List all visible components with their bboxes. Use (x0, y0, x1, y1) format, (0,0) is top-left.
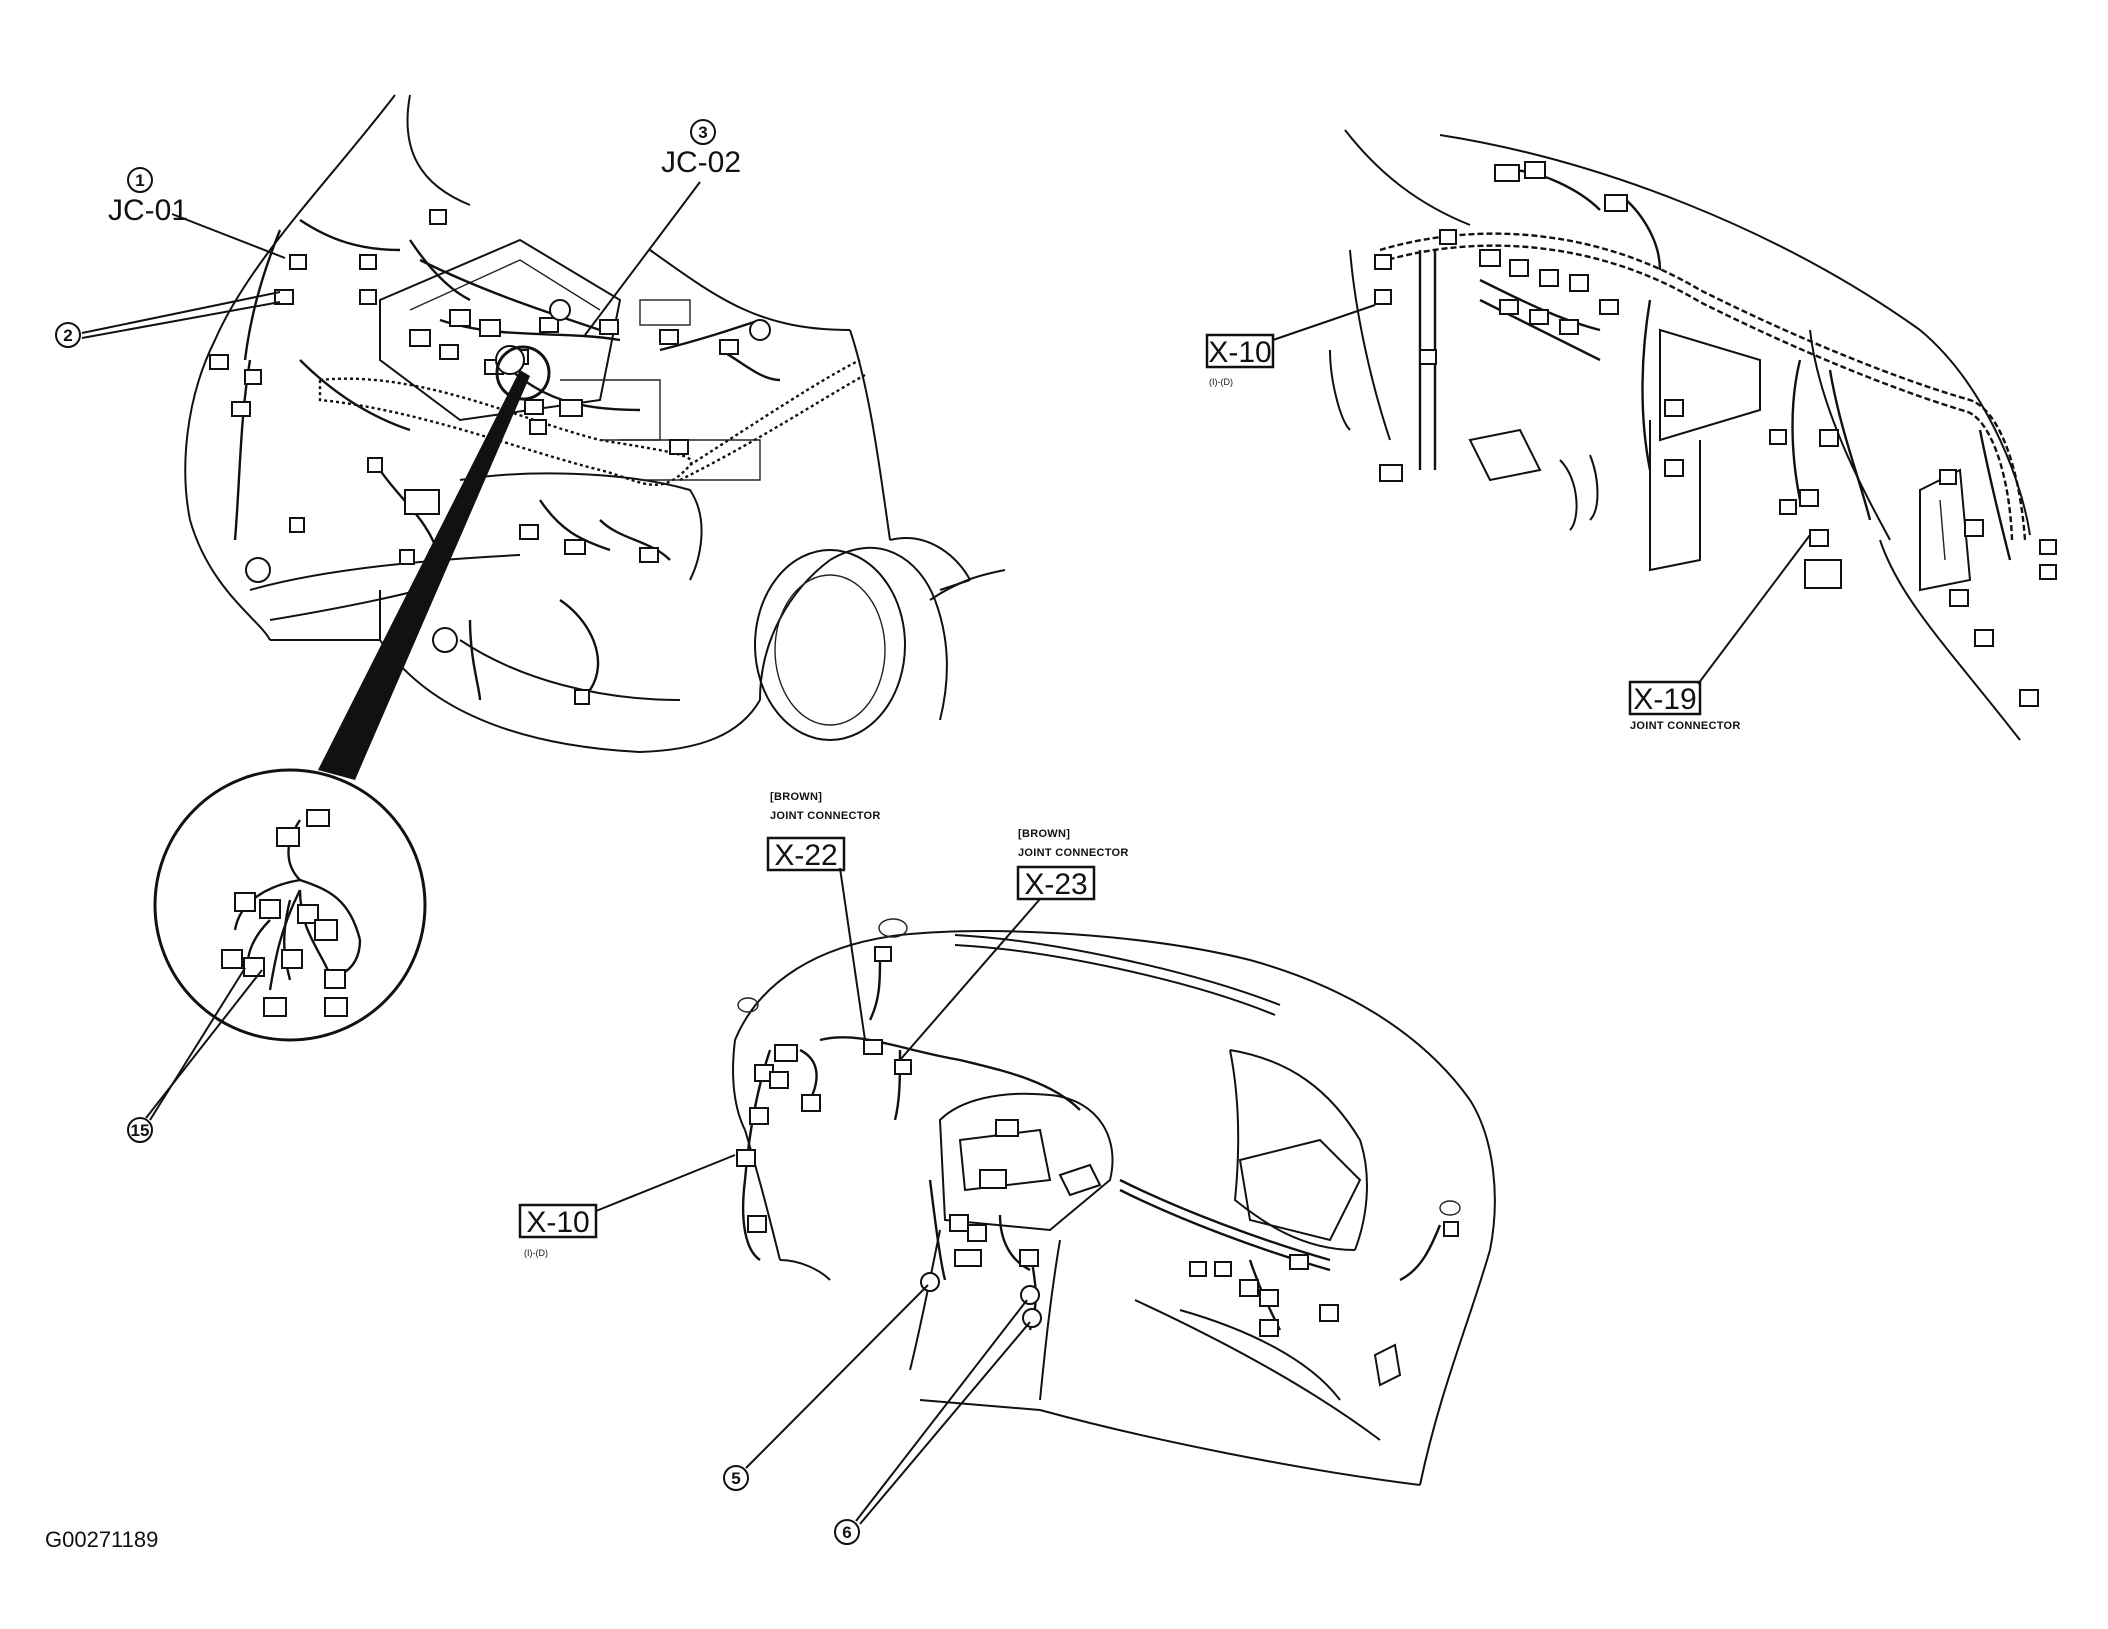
label-x22: [BROWN] JOINT CONNECTOR X-22 (766, 791, 881, 1041)
label-x10-top-sub: (I)-(D) (1209, 377, 1233, 387)
callout-6-number: 6 (842, 1523, 851, 1542)
interior-harness-view (1329, 129, 2057, 741)
callout-15-number: 15 (131, 1121, 150, 1140)
callout-3-number: 3 (698, 123, 707, 142)
callout-2: 2 (55, 291, 281, 348)
callout-1-number: 1 (135, 171, 144, 190)
label-x23-sub: JOINT CONNECTOR (1018, 847, 1129, 859)
label-x19-code: X-19 (1633, 683, 1696, 716)
label-x23-color: [BROWN] (1018, 828, 1070, 840)
label-x10-bottom-code: X-10 (526, 1206, 589, 1239)
callout-15: 15 (127, 967, 263, 1143)
label-x10-bottom-sub: (I)-(D) (524, 1248, 548, 1258)
label-x10-bottom: X-10 (I)-(D) (518, 1154, 736, 1258)
callout-3: 3 JC-02 (584, 119, 741, 336)
callout-5-number: 5 (731, 1469, 740, 1488)
callout-3-code: JC-02 (661, 146, 741, 179)
detail-magnifier (153, 345, 551, 1042)
callout-1: 1 JC-01 (108, 167, 286, 259)
callout-6: 6 (834, 1299, 1031, 1545)
label-x19: X-19 JOINT CONNECTOR (1628, 534, 1811, 732)
label-x22-sub: JOINT CONNECTOR (770, 810, 881, 822)
callout-5: 5 (723, 1284, 929, 1491)
label-x19-sub: JOINT CONNECTOR (1630, 720, 1741, 732)
label-x10-top-code: X-10 (1208, 336, 1271, 369)
label-x22-code: X-22 (774, 839, 837, 872)
label-x22-color: [BROWN] (770, 791, 822, 803)
callout-2-number: 2 (63, 326, 72, 345)
engine-bay-view (184, 94, 1006, 753)
label-x23-code: X-23 (1024, 868, 1087, 901)
label-x23: [BROWN] JOINT CONNECTOR X-23 (899, 828, 1129, 1061)
dashboard-view (732, 918, 1496, 1486)
label-x10-top: X-10 (I)-(D) (1205, 304, 1376, 387)
callout-1-code: JC-01 (108, 194, 188, 227)
figure-code: G00271189 (45, 1527, 158, 1552)
